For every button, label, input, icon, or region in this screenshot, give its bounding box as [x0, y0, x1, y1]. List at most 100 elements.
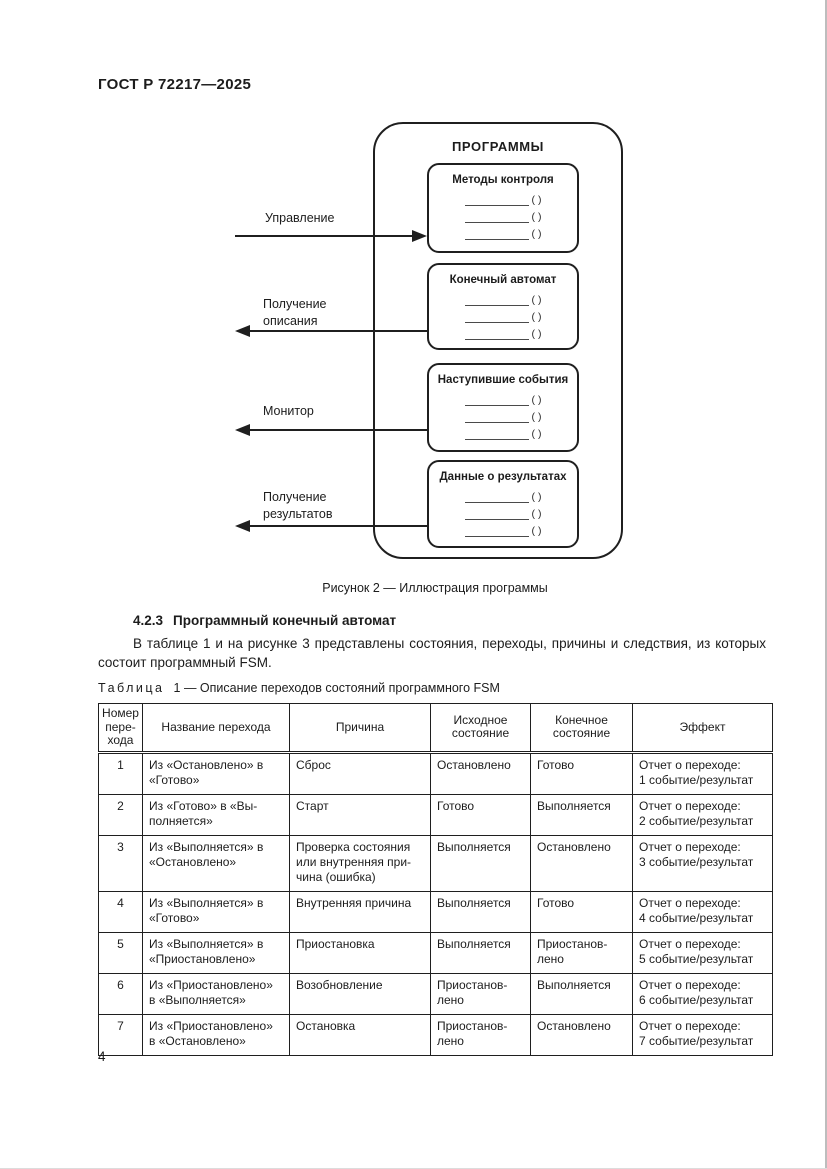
blank-line — [464, 422, 529, 423]
inner-box-title: Конечный автомат — [449, 274, 557, 286]
column-header: Конечное состояние — [530, 703, 633, 754]
table-cell: 3 — [98, 834, 143, 892]
page-number: 4 — [98, 1049, 106, 1064]
blank-line — [464, 205, 529, 206]
table-cell: 4 — [98, 890, 143, 933]
arrow-line-get-description — [248, 330, 428, 332]
arrow-left-icon — [235, 325, 250, 337]
table-cell: Приостанов- лено — [430, 972, 531, 1015]
inner-box-slots: ( ) ( ) ( ) — [429, 289, 577, 340]
slot-row: ( ) — [429, 306, 577, 323]
slot-parentheses: ( ) — [531, 428, 542, 440]
arrow-line-control — [235, 235, 415, 237]
inner-box-slots: ( ) ( ) ( ) — [429, 486, 577, 537]
slot-row: ( ) — [429, 223, 577, 240]
slot-row: ( ) — [429, 389, 577, 406]
table-cell: Приостанов- лено — [530, 931, 633, 974]
blank-line — [464, 322, 529, 323]
inner-box-slots: ( ) ( ) ( ) — [429, 189, 577, 240]
table-cell: Готово — [430, 793, 531, 836]
table-cell: Отчет о переходе: 7 событие/результат — [632, 1013, 773, 1056]
table-caption-word: Таблица — [98, 681, 165, 695]
programs-box-title: ПРОГРАММЫ — [451, 139, 545, 154]
arrow-line-get-results — [248, 525, 428, 527]
table-cell: Из «Выполняется» в «Готово» — [142, 890, 290, 933]
inner-box-title: Данные о результатах — [439, 471, 567, 483]
table-cell: Выполняется — [430, 890, 531, 933]
section-title: Программный конечный автомат — [173, 613, 397, 628]
slot-parentheses: ( ) — [531, 394, 542, 406]
figure-2-diagram: ПРОГРАММЫ Методы контроля( )( )( )Конечн… — [235, 122, 623, 595]
table-cell: 1 — [98, 751, 143, 795]
table-cell: Возобновление — [289, 972, 431, 1015]
arrow-label-monitor: Монитор — [263, 404, 314, 418]
program-inner-box: Конечный автомат ( ) ( ) ( ) — [427, 263, 579, 350]
slot-parentheses: ( ) — [531, 328, 542, 340]
column-header: Номер пере- хода — [98, 703, 143, 754]
blank-line — [464, 519, 529, 520]
slot-parentheses: ( ) — [531, 194, 542, 206]
blank-line — [464, 536, 529, 537]
slot-row: ( ) — [429, 520, 577, 537]
slot-parentheses: ( ) — [531, 294, 542, 306]
program-inner-box: Наступившие события( )( )( ) — [427, 363, 579, 452]
table-cell: Приостанов- лено — [430, 1013, 531, 1056]
arrow-label-get-results: Получение результатов — [263, 490, 333, 521]
table-cell: 5 — [98, 931, 143, 974]
table-cell: Отчет о переходе: 6 событие/результат — [632, 972, 773, 1015]
table-caption: Таблица 1 — Описание переходов состояний … — [98, 681, 500, 695]
slot-parentheses: ( ) — [531, 411, 542, 423]
slot-parentheses: ( ) — [531, 525, 542, 537]
column-header: Эффект — [632, 703, 773, 754]
table-cell: Отчет о переходе: 4 событие/результат — [632, 890, 773, 933]
table-cell: Остановлено — [530, 1013, 633, 1056]
table-caption-text: 1 — Описание переходов состояний програм… — [173, 681, 500, 695]
table-cell: 6 — [98, 972, 143, 1015]
table-cell: 7 — [98, 1013, 143, 1056]
document-number-header: ГОСТ Р 72217—2025 — [98, 76, 252, 93]
arrow-line-monitor — [248, 429, 428, 431]
slot-parentheses: ( ) — [531, 508, 542, 520]
table-cell: Проверка состояния или внутренняя при- ч… — [289, 834, 431, 892]
table-cell: Старт — [289, 793, 431, 836]
arrow-right-icon — [412, 230, 427, 242]
table-cell: Выполняется — [530, 793, 633, 836]
table-cell: Из «Готово» в «Вы- полняется» — [142, 793, 290, 836]
slot-parentheses: ( ) — [531, 491, 542, 503]
table-cell: Из «Приостановлено» в «Выполняется» — [142, 972, 290, 1015]
blank-line — [464, 405, 529, 406]
column-header: Исходное состояние — [430, 703, 531, 754]
slot-row: ( ) — [429, 406, 577, 423]
figure-caption: Рисунок 2 — Иллюстрация программы — [322, 581, 548, 595]
slot-row: ( ) — [429, 486, 577, 503]
table-cell: Выполняется — [530, 972, 633, 1015]
table-cell: Приостановка — [289, 931, 431, 974]
arrow-left-icon — [235, 520, 250, 532]
blank-line — [464, 502, 529, 503]
table-cell: Остановлено — [430, 751, 531, 795]
slot-row: ( ) — [429, 503, 577, 520]
table-cell: Отчет о переходе: 3 событие/результат — [632, 834, 773, 892]
slot-row: ( ) — [429, 323, 577, 340]
column-header: Причина — [289, 703, 431, 754]
table-cell: Из «Выполняется» в «Приостановлено» — [142, 931, 290, 974]
table-cell: Выполняется — [430, 931, 531, 974]
slot-parentheses: ( ) — [531, 311, 542, 323]
table-cell: Готово — [530, 890, 633, 933]
slot-parentheses: ( ) — [531, 228, 542, 240]
table-cell: Из «Выполняется» в «Остановлено» — [142, 834, 290, 892]
blank-line — [464, 222, 529, 223]
slot-parentheses: ( ) — [531, 211, 542, 223]
slot-row: ( ) — [429, 423, 577, 440]
table-cell: Остановка — [289, 1013, 431, 1056]
blank-line — [464, 305, 529, 306]
arrow-label-get-description: Получение описания — [263, 297, 327, 328]
table-cell: Из «Приостановлено» в «Остановлено» — [142, 1013, 290, 1056]
arrow-left-icon — [235, 424, 250, 436]
